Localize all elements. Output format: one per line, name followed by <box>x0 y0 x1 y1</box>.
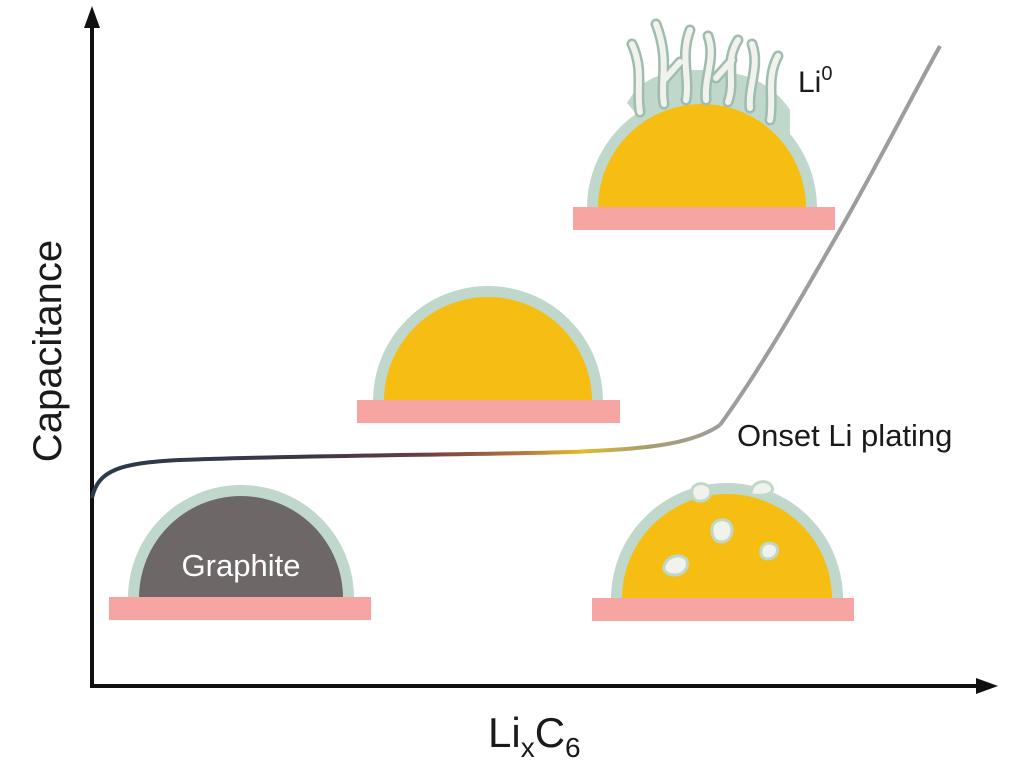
graphite-particle <box>109 485 371 620</box>
li0-base: Li <box>798 66 822 99</box>
onset-plating-particle <box>592 480 854 621</box>
substrate-3 <box>592 598 854 621</box>
x-label-mid: C <box>534 709 566 756</box>
graphite-label: Graphite <box>181 548 301 583</box>
x-label-subscript-x: x <box>520 732 535 763</box>
x-axis-arrow <box>976 678 998 694</box>
lithium-dendrites <box>626 18 784 126</box>
li0-label: Li0 <box>798 64 832 98</box>
lithiated-particle <box>357 286 620 423</box>
x-axis-label: LixC6 <box>488 712 581 762</box>
substrate-2 <box>357 400 620 423</box>
y-axis-label: Capacitance <box>26 239 70 463</box>
y-axis-arrow <box>84 6 100 28</box>
li0-superscript: 0 <box>821 63 833 85</box>
axes <box>84 6 998 694</box>
capacitance-curve-rise <box>718 45 942 427</box>
substrate-4 <box>573 207 835 230</box>
substrate-1 <box>109 597 371 620</box>
capacitance-curve-flat <box>90 423 722 499</box>
x-label-subscript-6: 6 <box>565 732 581 763</box>
dendrite-particle <box>573 18 835 230</box>
onset-li-plating-label: Onset Li plating <box>737 418 953 453</box>
x-label-base: Li <box>488 709 521 756</box>
lithium-nuclei <box>662 480 779 577</box>
